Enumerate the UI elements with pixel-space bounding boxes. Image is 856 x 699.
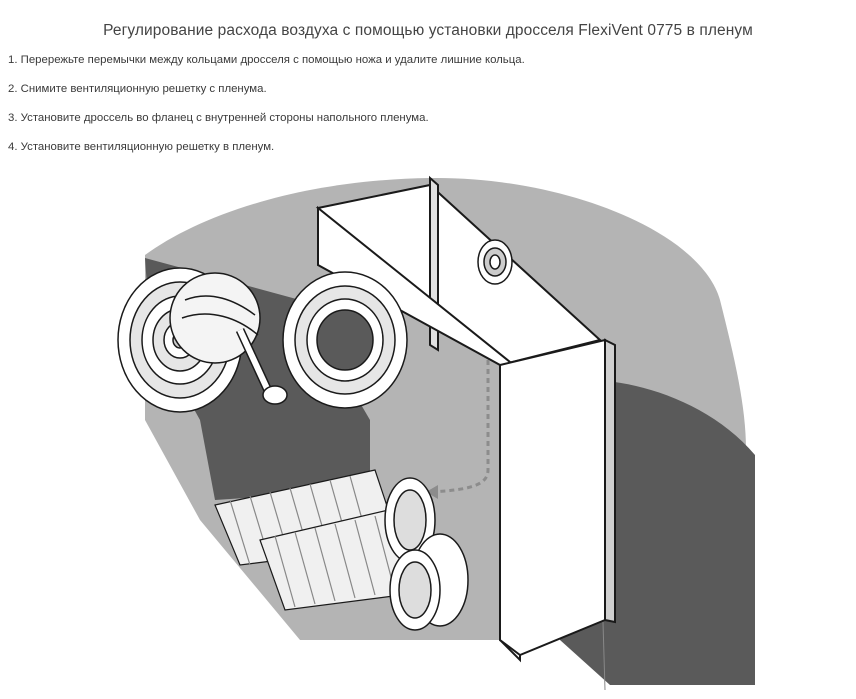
step-1: 1. Перережьте перемычки между кольцами д… bbox=[8, 54, 525, 66]
step-4: 4. Установите вентиляционную решетку в п… bbox=[8, 141, 275, 153]
insertion-arrow bbox=[429, 360, 490, 494]
step-3: 3. Установите дроссель во фланец с внутр… bbox=[8, 112, 429, 124]
page-title: Регулирование расхода воздуха с помощью … bbox=[103, 22, 753, 39]
plenum-box bbox=[315, 175, 616, 663]
duct-collar-upper bbox=[384, 477, 436, 563]
instruction-steps: 1. Перережьте перемычки между кольцами д… bbox=[8, 52, 525, 168]
damper-on-box bbox=[477, 239, 513, 285]
step-2: 2. Снимите вентиляционную решетку с плен… bbox=[8, 83, 267, 95]
magnifier-knife bbox=[169, 272, 288, 405]
damper-open bbox=[282, 271, 408, 409]
installation-illustration bbox=[117, 175, 755, 691]
duct-collar-lower bbox=[389, 533, 469, 631]
